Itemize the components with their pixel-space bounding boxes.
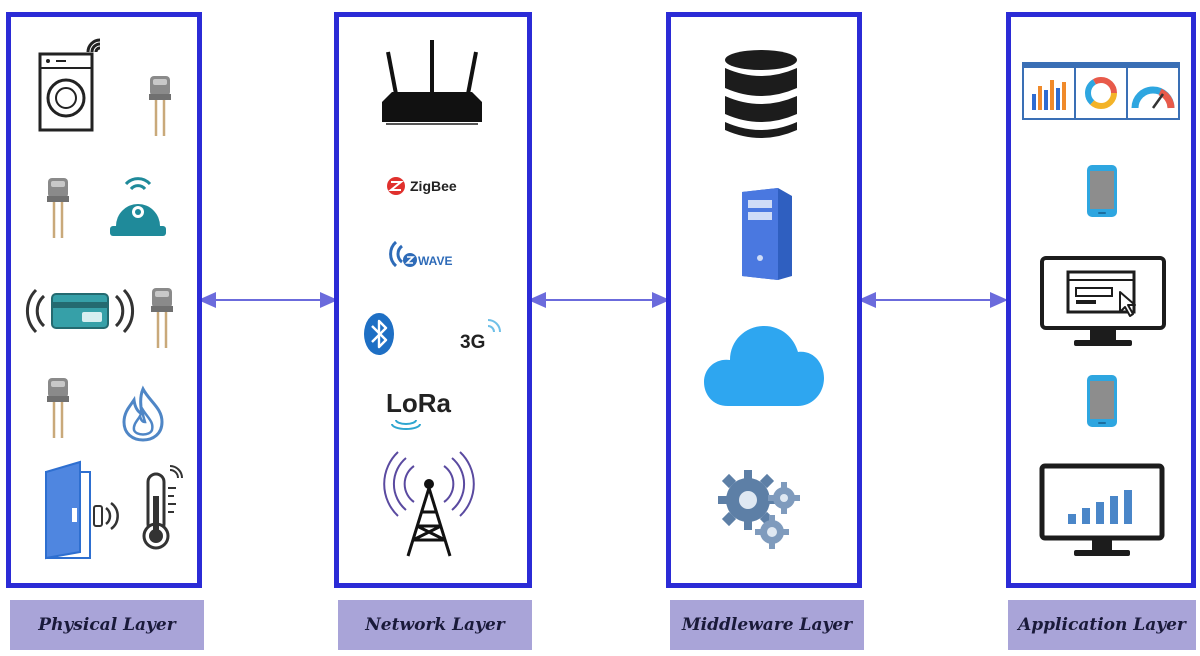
zigbee-logo: ZigBee — [387, 177, 457, 195]
physical-layer-label: Physical Layer — [10, 600, 204, 650]
dashboard-widgets-icon — [1022, 62, 1180, 120]
database-icon — [725, 50, 797, 138]
rfid-card-icon — [25, 288, 135, 334]
sensor-icon — [149, 76, 171, 136]
server-icon — [742, 188, 792, 280]
application-layer-label: Application Layer — [1008, 600, 1196, 650]
gears-icon — [718, 470, 800, 549]
zwave-logo: WAVE — [389, 240, 452, 268]
lora-text: LoRa — [386, 388, 452, 418]
flame-icon — [122, 385, 164, 442]
bluetooth-icon — [364, 313, 394, 355]
cellular-3g-text: 3G — [460, 332, 485, 353]
zwave-text: WAVE — [418, 254, 452, 268]
zigbee-text: ZigBee — [410, 178, 457, 194]
cloud-icon — [704, 326, 824, 406]
middleware-layer-label: Middleware Layer — [670, 600, 864, 650]
sensor-icon — [47, 378, 69, 438]
router-icon — [382, 40, 482, 125]
thermometer-icon — [142, 465, 183, 550]
cellular-3g-icon: 3G — [460, 319, 501, 353]
network-layer-label: Network Layer — [338, 600, 532, 650]
smartphone-icon — [1087, 165, 1117, 217]
lora-logo: LoRa — [386, 388, 452, 430]
monitor-chart-icon — [1039, 463, 1165, 556]
smartphone-icon — [1087, 375, 1117, 427]
washing-machine-icon — [38, 38, 101, 132]
desktop-app-icon — [1040, 256, 1166, 346]
sensor-icon — [47, 178, 69, 238]
door-sensor-icon — [45, 460, 119, 560]
cell-tower-icon — [383, 451, 475, 557]
smart-bell-icon — [110, 177, 166, 236]
sensor-icon — [151, 288, 173, 348]
